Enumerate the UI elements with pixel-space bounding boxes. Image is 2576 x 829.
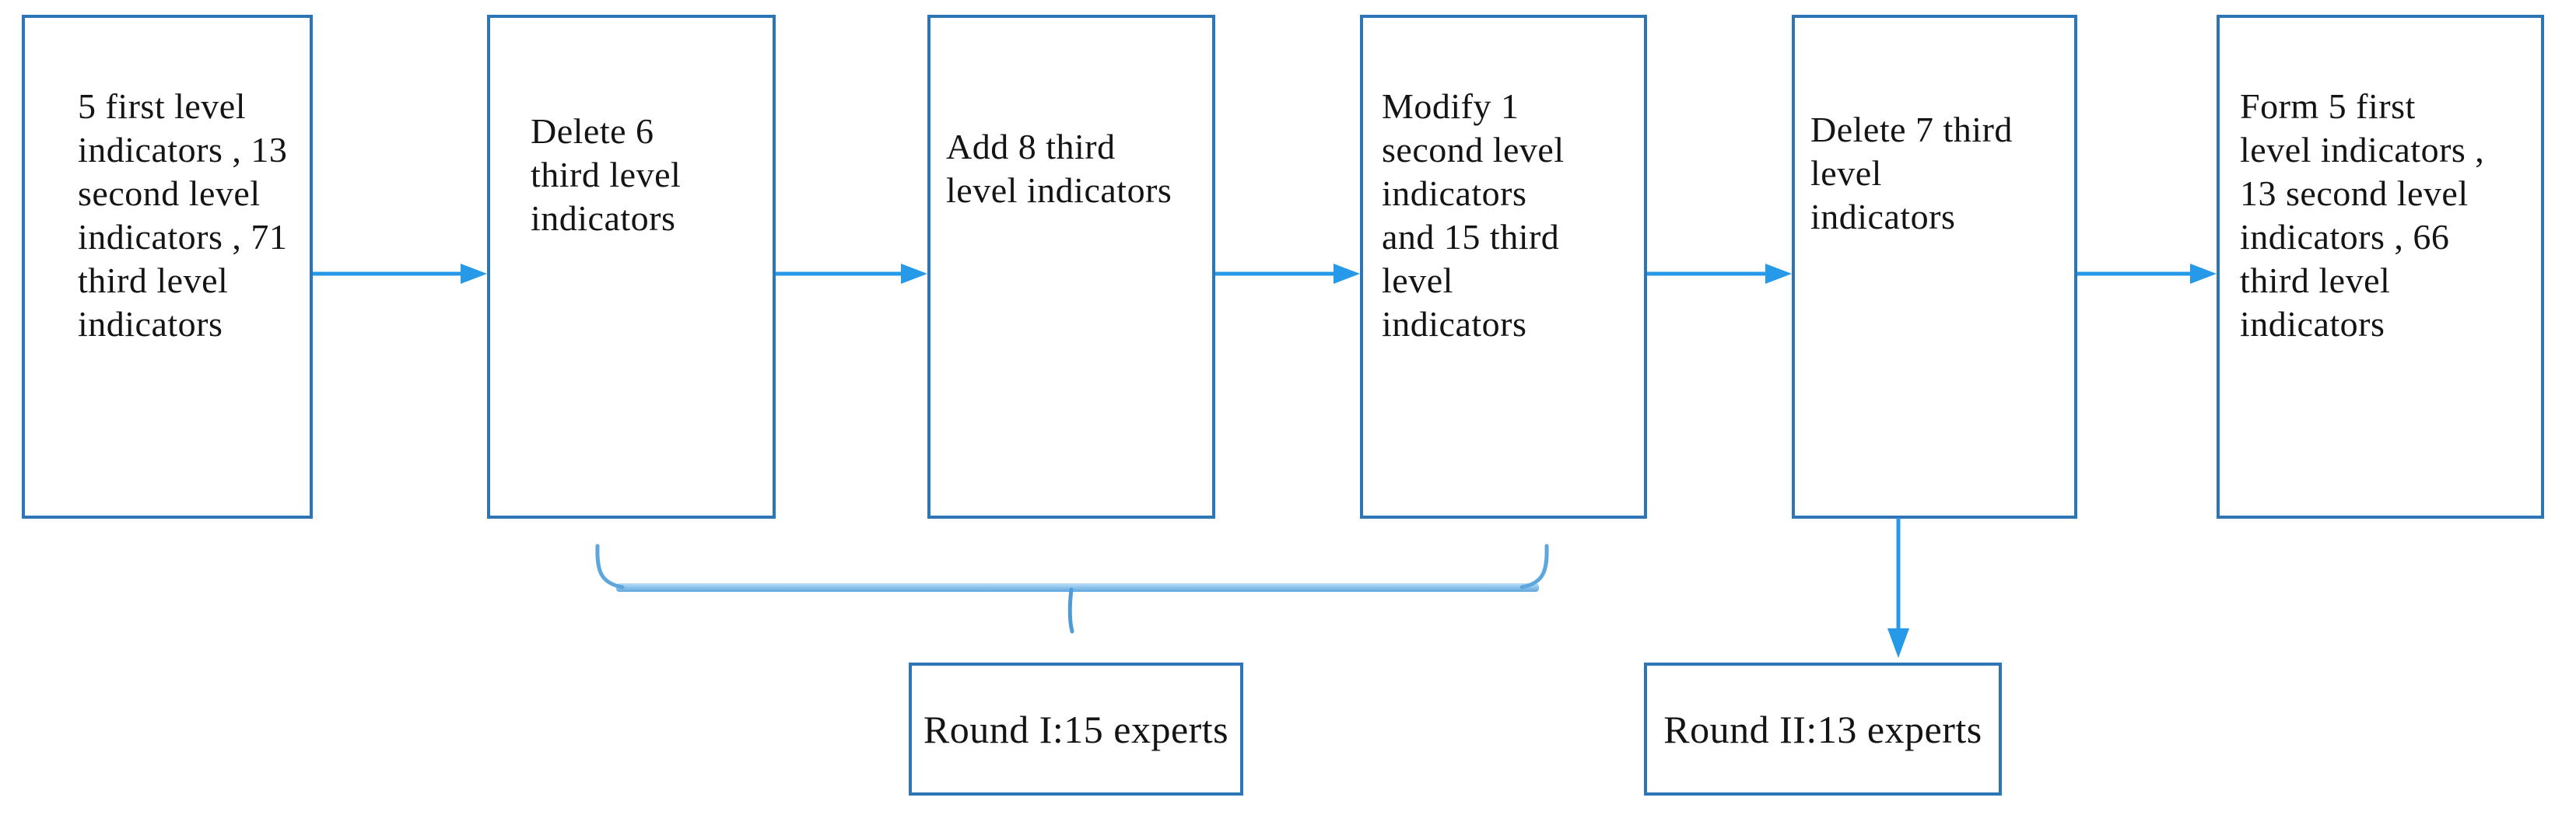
process-box-delete-7: Delete 7 third level indicators (1792, 15, 2077, 519)
process-box-text: Add 8 third level indicators (946, 127, 1172, 210)
process-box-modify: Modify 1 second level indicators and 15 … (1360, 15, 1647, 519)
process-box-text: Modify 1 second level indicators and 15 … (1382, 86, 1565, 344)
process-box-text: 5 first level indicators , 13 second lev… (78, 86, 288, 344)
process-box-text: Form 5 first level indicators , 13 secon… (2240, 86, 2485, 344)
process-box-text: Delete 6 third level indicators (531, 111, 682, 238)
arrow-box2-to-box3 (776, 264, 927, 284)
arrow-box5-to-round2 (1887, 518, 1909, 658)
process-box-text: Delete 7 third level indicators (1810, 110, 2013, 236)
arrow-box5-to-box6 (2077, 264, 2217, 284)
round-1-box: Round I:15 experts (909, 663, 1243, 796)
brace-round1 (595, 544, 1549, 634)
arrow-box3-to-box4 (1215, 264, 1360, 284)
round-1-label: Round I:15 experts (923, 707, 1229, 751)
round-2-label: Round II:13 experts (1663, 707, 1982, 751)
arrow-box4-to-box5 (1647, 264, 1792, 284)
process-box-final-indicators: Form 5 first level indicators , 13 secon… (2217, 15, 2544, 519)
process-box-delete-6: Delete 6 third level indicators (487, 15, 776, 519)
process-box-initial-indicators: 5 first level indicators , 13 second lev… (22, 15, 313, 519)
arrow-box1-to-box2 (313, 264, 487, 284)
round-2-box: Round II:13 experts (1644, 663, 2002, 796)
process-box-add-8: Add 8 third level indicators (927, 15, 1215, 519)
